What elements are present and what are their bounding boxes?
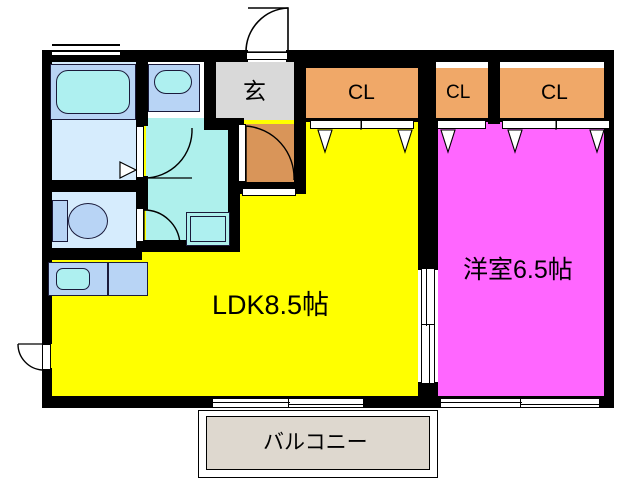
wall-bath-corridor — [136, 50, 148, 126]
wall-closet-ldk-top — [306, 62, 418, 68]
wall-hall-right — [294, 128, 306, 184]
toilet-bowl — [68, 203, 108, 239]
wall-ldk-bedroom-lower — [418, 382, 438, 400]
wall-corridor-right-lower — [228, 118, 240, 252]
bedroom-sliding-door-rail — [426, 268, 428, 326]
hall-ldk-door-panel[interactable] — [242, 188, 296, 196]
bedroom-sliding-door-split — [421, 324, 435, 326]
balcony-fill — [206, 416, 430, 470]
room-label-balcony: バルコニー — [263, 431, 368, 454]
room-label-ldk: LDK8.5帖 — [212, 290, 330, 320]
wall-entrance-jamb-left — [238, 50, 248, 62]
wall-closet-ldk-left — [296, 62, 306, 124]
entrance-door-panel[interactable] — [246, 52, 288, 60]
bedroom-sliding-door[interactable] — [421, 268, 435, 384]
wall-left-lower — [42, 368, 52, 408]
wall-ldk-bedroom-upper — [418, 120, 438, 270]
bath-window-line-3 — [52, 55, 120, 57]
washbasin-bowl — [154, 70, 192, 94]
ldk-side-door-arc — [17, 343, 43, 371]
entrance-door-arc — [245, 7, 289, 53]
ldk-balcony-window-rail2 — [288, 404, 364, 406]
closet-door-ldk[interactable] — [310, 120, 414, 129]
room-fill-genkan — [214, 62, 296, 120]
wall-closet-divider-1 — [418, 50, 436, 132]
closet-door-bedroom-left[interactable] — [437, 120, 486, 129]
room-label-genkan: 玄 — [243, 78, 266, 104]
toilet-door-panel[interactable] — [136, 208, 144, 242]
wall-left-upper — [42, 50, 52, 344]
corridor-door-panel[interactable] — [238, 124, 246, 182]
closet-label-bedroom-right: CL — [541, 81, 568, 104]
ldk-side-door-panel[interactable] — [42, 344, 51, 370]
toilet-tank — [52, 200, 68, 242]
wall-genkan-bottom — [204, 118, 244, 130]
washing-machine-pan-inner — [190, 216, 226, 242]
closet-label-bedroom-left: CL — [446, 82, 471, 103]
bedroom-balcony-window-rail2 — [520, 404, 600, 406]
room-fill-bedroom — [438, 120, 613, 398]
wall-toilet-corridor — [136, 190, 148, 210]
wall-right — [604, 50, 614, 408]
wall-top-genkan-right — [290, 50, 614, 62]
closet-label-ldk: CL — [348, 81, 375, 104]
kitchen-sink-bowl — [56, 268, 90, 290]
kitchen-counter-right — [108, 262, 148, 296]
closet-fill-bedroom-right — [500, 68, 614, 118]
bath-window-line-2 — [52, 50, 120, 52]
bath-door-panel[interactable] — [136, 126, 144, 178]
bedroom-sliding-door-rail2 — [429, 324, 431, 384]
bathtub — [56, 70, 130, 114]
room-label-bedroom: 洋室6.5帖 — [463, 256, 573, 284]
closet-door-ldk-split — [361, 120, 362, 129]
wall-toilet-bottom — [42, 248, 142, 260]
ldk-balcony-window-rail — [212, 402, 290, 404]
wall-closet-divider-2 — [488, 62, 500, 124]
room-fill-hall — [242, 124, 296, 184]
bath-window-line-1 — [52, 44, 120, 46]
wall-corridor-right-upper — [204, 50, 216, 128]
closet-door-br-split — [556, 120, 557, 129]
wall-entrance-jamb-right — [286, 50, 296, 62]
wall-bath-toilet — [42, 180, 142, 192]
closet-fill-ldk — [306, 68, 418, 118]
bedroom-balcony-window-rail — [440, 402, 522, 404]
closet-fill-bedroom-left — [436, 68, 488, 118]
